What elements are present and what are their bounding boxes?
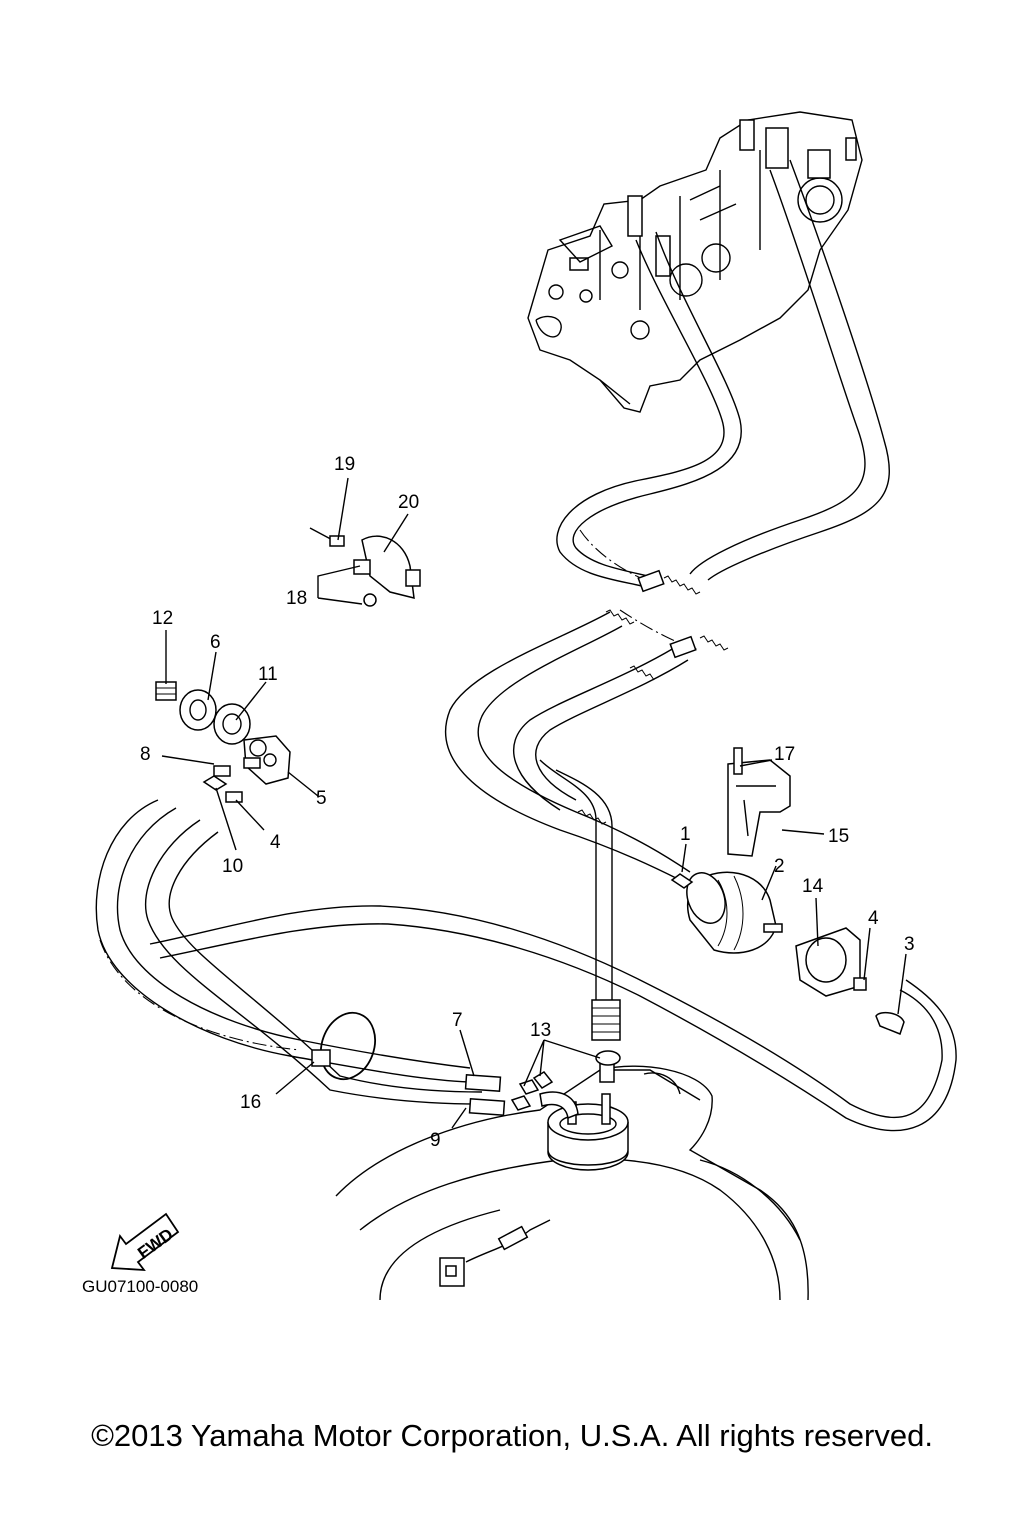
- copyright-notice: ©2013 Yamaha Motor Corporation, U.S.A. A…: [91, 1418, 933, 1453]
- callout-9: 9: [430, 1130, 441, 1151]
- callout-15: 15: [828, 826, 849, 847]
- callout-4: 4: [270, 832, 281, 853]
- callout-3: 3: [904, 934, 915, 955]
- fwd-arrow: FWD: [110, 1212, 180, 1272]
- callout-14: 14: [802, 876, 824, 897]
- fuel-cock-assembly: [155, 681, 291, 803]
- callout-10: 10: [222, 856, 243, 877]
- callout-20: 20: [398, 492, 419, 513]
- callout-11: 11: [258, 664, 278, 685]
- callout-2: 2: [774, 856, 785, 877]
- callout-12: 12: [152, 608, 173, 629]
- callout-18: 18: [286, 588, 307, 609]
- hose-coil-upper: [577, 569, 729, 825]
- hose-clamp-16: [311, 1011, 376, 1081]
- callout-5: 5: [316, 788, 327, 809]
- throttle-body-assembly: [527, 111, 863, 413]
- callout-6: 6: [210, 632, 221, 653]
- fuel-filter: [670, 871, 783, 954]
- fuel-tank: [335, 1065, 809, 1301]
- callout-numbers: 1 2 3 4 4 5 6 7 8 9 10 11 12 13 14 15 16…: [140, 454, 915, 1151]
- lower-hoses: [95, 759, 957, 1132]
- figure-code: GU07100-0080: [82, 1277, 198, 1296]
- callout-19: 19: [334, 454, 355, 475]
- bracket-20: [309, 527, 421, 607]
- leader-lines: [161, 477, 907, 1129]
- callout-1: 1: [680, 824, 691, 845]
- callout-8: 8: [140, 744, 151, 765]
- upper-hoses: [444, 159, 890, 881]
- callout-17: 17: [774, 744, 795, 765]
- callout-13: 13: [530, 1020, 551, 1041]
- callout-4b: 4: [868, 908, 879, 929]
- fuel-pump-unit: [539, 999, 629, 1171]
- filter-bracket: [727, 747, 905, 1035]
- callout-16: 16: [240, 1092, 261, 1113]
- callout-7: 7: [452, 1010, 463, 1031]
- fwd-label: FWD: [134, 1225, 176, 1263]
